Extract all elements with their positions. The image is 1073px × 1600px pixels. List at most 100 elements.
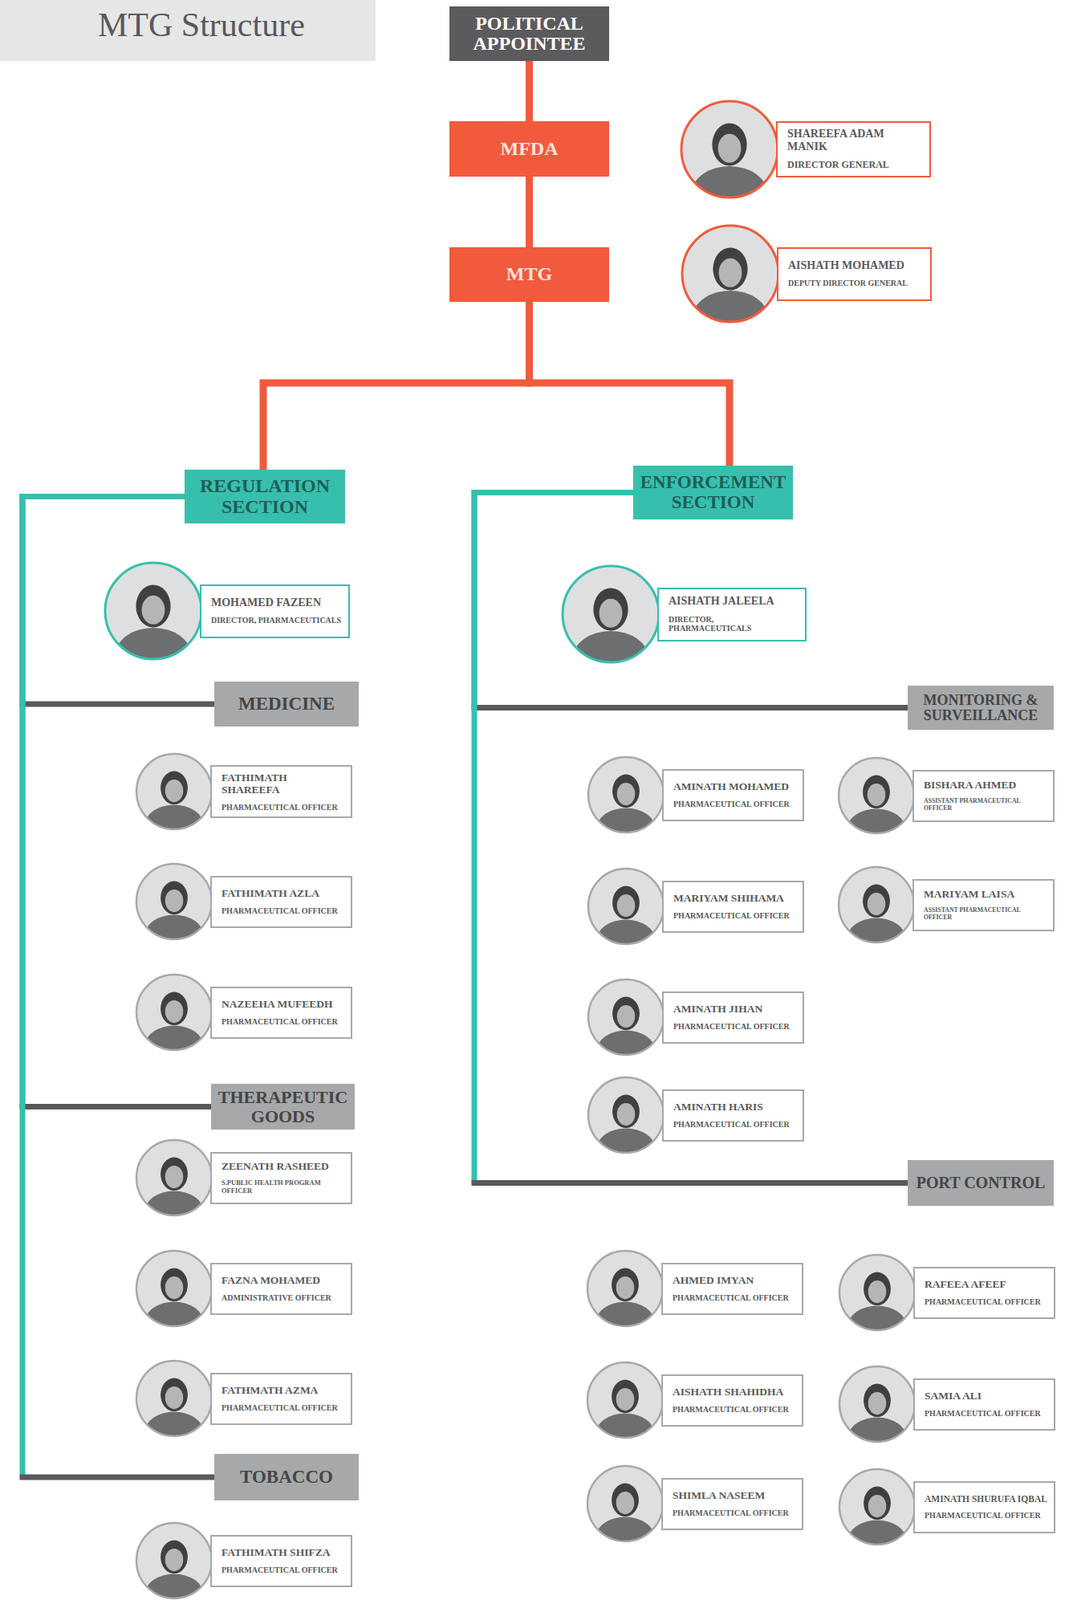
portrait-photo [136,1522,212,1600]
box-label: ENFORCEMENT SECTION [638,472,789,512]
person-card: AMINATH HARISPHARMACEUTICAL OFFICER [662,1089,805,1142]
person-name: SAMIA ALI [924,1389,1048,1403]
portrait-photo [587,1250,663,1343]
connector [471,492,909,708]
connector-line [20,701,216,708]
portrait-photo [136,1139,212,1232]
portrait-layer [105,101,915,1600]
connector-line [22,496,185,705]
job-title: PHARMACEUTICAL OFFICER [672,1404,796,1415]
person-card: SHIMLA NASEEM PHARMACEUTICAL OFFICER [661,1477,804,1530]
job-title: PHARMACEUTICAL OFFICER [672,1292,796,1303]
connector-line [529,301,731,466]
job-title: PHARMACEUTICAL OFFICER [673,799,797,809]
portrait-photo [838,866,915,960]
job-title: PHARMACEUTICAL OFFICER [673,910,797,921]
portrait-photo [587,1465,663,1558]
portrait-photo [681,101,778,220]
person-card: FAZNA MOHAMEDADMINISTRATIVE OFFICER [210,1262,353,1315]
person-card: AMINATH JIHANPHARMACEUTICAL OFFICER [662,991,805,1044]
job-title: PHARMACEUTICAL OFFICER [221,1564,345,1575]
connector [528,176,530,248]
person-card: MARIYAM SHIHAMAPHARMACEUTICAL OFFICER [662,880,805,933]
job-title: PHARMACEUTICAL OFFICER [673,1021,797,1032]
person-name: SHIMLA NASEEM [672,1488,796,1502]
person-name: NAZEEHA MUFEEDH [221,997,345,1011]
connector-line [471,1179,909,1186]
job-title: PHARMACEUTICAL OFFICER [672,1507,796,1518]
section-box: ENFORCEMENT SECTION [633,465,793,520]
person-card: AMINATH SHURUFA IQBAL PHARMACEUTICAL OFFI… [913,1480,1056,1533]
portrait-photo [839,1468,915,1561]
job-title: ASSISTANT PHARMACEUTICAL OFFICER [923,906,1047,922]
portrait-photo [838,757,915,850]
connector [263,301,530,470]
person-card: FATHIMATH AZLAPHARMACEUTICAL OFFICER [210,875,353,928]
job-title: PHARMACEUTICAL OFFICER [221,906,345,916]
person-name: AMINATH HARIS [673,1100,797,1114]
person-name: AISHATH MOHAMED [788,259,924,273]
portrait-photo [105,562,202,681]
portrait-photo [136,863,212,956]
box-label: REGULATION SECTION [189,475,341,517]
connector-line [20,1103,212,1110]
job-title: PHARMACEUTICAL OFFICER [221,802,345,813]
person-card: AHMED IMYANPHARMACEUTICAL OFFICER [661,1262,804,1315]
connector-line [20,1474,216,1480]
portrait-photo [136,753,212,846]
agency-box: MTG [449,247,610,302]
person-name: RAFEEA AFEEF [924,1277,1048,1291]
connector [528,60,530,122]
unit-label-box: MEDICINE [214,681,359,727]
person-name: SHAREEFA ADAM MANIK [787,127,923,154]
portrait-photo [562,565,659,684]
person-name: MARIYAM LAISA [923,887,1047,901]
unit-label-box: PORT CONTROL [907,1159,1054,1206]
person-card: AISHATH JALEELADIRECTOR, PHARMACEUTICALS [657,587,807,642]
connector-line [474,492,634,1183]
job-title: DEPUTY DIRECTOR GENERAL [788,278,924,289]
person-name: FATHIMATH SHAREEFA [221,771,345,797]
person-card: FATHMATH AZMA PHARMACEUTICAL OFFICER [210,1372,353,1425]
person-name: MOHAMED FAZEEN [211,596,342,610]
connector-line [22,496,185,1107]
box-label: PORT CONTROL [912,1174,1049,1191]
portrait-photo [588,868,664,961]
connector-line [263,301,530,470]
connector-line [474,492,634,708]
person-name: FAZNA MOHAMED [221,1273,345,1287]
person-card: BISHARA AHMEDASSISTANT PHARMACEUTICAL OF… [912,769,1055,822]
portrait-photo [839,1254,915,1347]
box-label: MFDA [454,138,605,159]
person-card: RAFEEA AFEEF PHARMACEUTICAL OFFICER [913,1266,1056,1319]
person-name: ZEENATH RASHEED [221,1159,345,1173]
portrait-photo [682,225,779,344]
person-name: FATHMATH AZMA [221,1383,345,1397]
unit-label-box: THERAPEUTIC GOODS [211,1083,355,1130]
job-title: DIRECTOR GENERAL [787,159,923,171]
connector [471,492,909,1183]
job-title: PHARMACEUTICAL OFFICER [924,1510,1048,1521]
portrait-photo [136,1360,212,1453]
person-card: ZEENATH RASHEEDS.PUBLIC HEALTH PROGRAM O… [210,1151,353,1204]
job-title: PHARMACEUTICAL OFFICER [924,1296,1048,1307]
job-title: PHARMACEUTICAL OFFICER [221,1402,345,1413]
portrait-photo [588,756,664,850]
portrait-photo [839,1365,915,1459]
job-title: DIRECTOR, PHARMACEUTICALS [211,615,342,626]
appointee-box: POLITICAL APPOINTEE [449,6,610,61]
portrait-photo [136,1250,212,1343]
person-name: AISHATH SHAHIDHA [672,1385,796,1399]
connector-layer [20,60,909,1477]
person-card: MARIYAM LAISA ASSISTANT PHARMACEUTICAL OF… [912,878,1055,931]
section-box: REGULATION SECTION [184,469,346,524]
person-card: NAZEEHA MUFEEDHPHARMACEUTICAL OFFICER [210,986,353,1039]
connector [529,301,731,466]
person-name: AMINATH SHURUFA IQBAL [924,1493,1048,1504]
person-card: AISHATH SHAHIDHA PHARMACEUTICAL OFFICER [661,1373,804,1427]
person-card: FATHIMATH SHIFZA PHARMACEUTICAL OFFICER [210,1534,353,1587]
connector-line [22,496,185,1478]
person-name: FATHIMATH SHIFZA [221,1545,345,1559]
agency-box: MFDA [449,121,610,177]
box-label: POLITICAL APPOINTEE [454,13,605,54]
